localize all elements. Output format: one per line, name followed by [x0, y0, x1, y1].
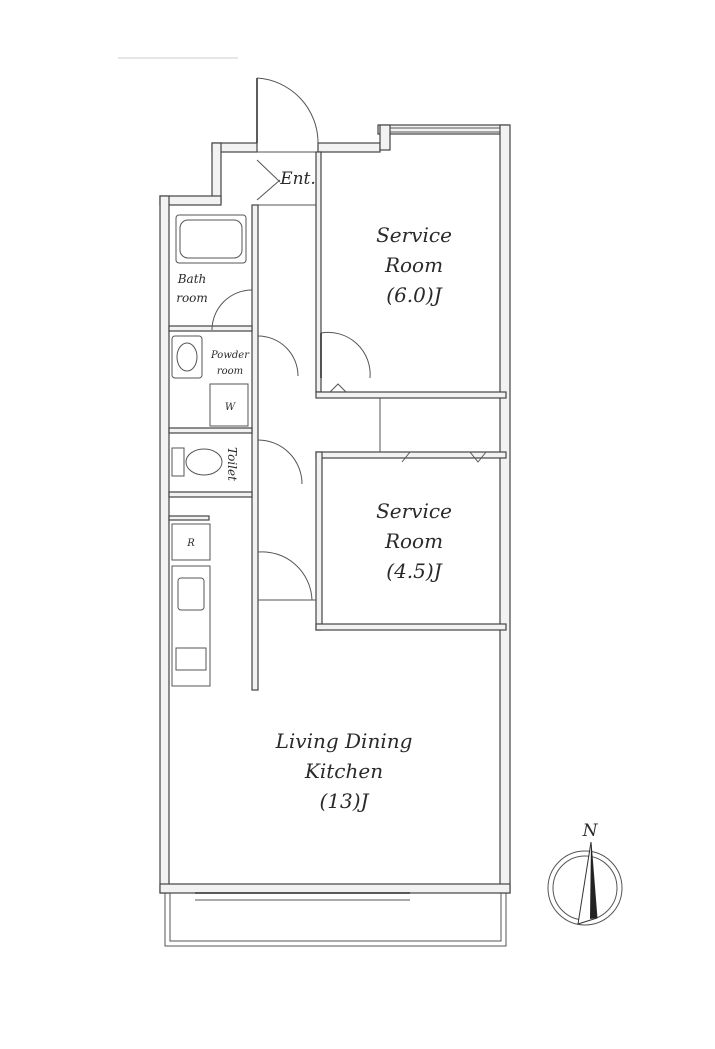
kitchen-sink-icon	[177, 577, 205, 611]
entrance-label: Ent.	[279, 169, 316, 189]
balcony	[164, 893, 507, 947]
toilet-bowl-icon	[185, 448, 223, 476]
refrigerator-icon	[171, 523, 211, 561]
powder-label-line2: room	[217, 366, 243, 377]
compass-icon: N	[547, 821, 623, 926]
service-room-2-line2: Room	[384, 529, 443, 553]
compass-north-label: N	[582, 821, 599, 841]
powder-label-line1: Powder	[210, 350, 250, 361]
interior-walls	[168, 151, 507, 691]
interior-doors	[211, 289, 487, 601]
ldk-label-line1: Living Dining	[275, 729, 413, 753]
ldk-label-line2: Kitchen	[304, 759, 383, 783]
service-room-1-line2: Room	[384, 253, 443, 277]
outer-walls	[159, 124, 511, 901]
bath-label-line1: Bath	[177, 272, 207, 286]
toilet-label: Toilet	[225, 447, 239, 481]
service-room-2-size: (4.5)J	[386, 559, 442, 583]
washer-icon	[209, 383, 249, 427]
service-room-1-line1: Service	[376, 223, 452, 247]
bath-label-line2: room	[176, 291, 208, 305]
toilet-tank-icon	[171, 447, 185, 477]
service-room-2-line1: Service	[376, 499, 452, 523]
refrigerator-label: R	[186, 538, 195, 549]
service-room-1-size: (6.0)J	[386, 283, 442, 307]
washer-label: W	[225, 402, 236, 413]
fixtures	[171, 214, 249, 687]
entrance-door	[256, 77, 319, 206]
ldk-label-size: (13)J	[319, 789, 369, 813]
